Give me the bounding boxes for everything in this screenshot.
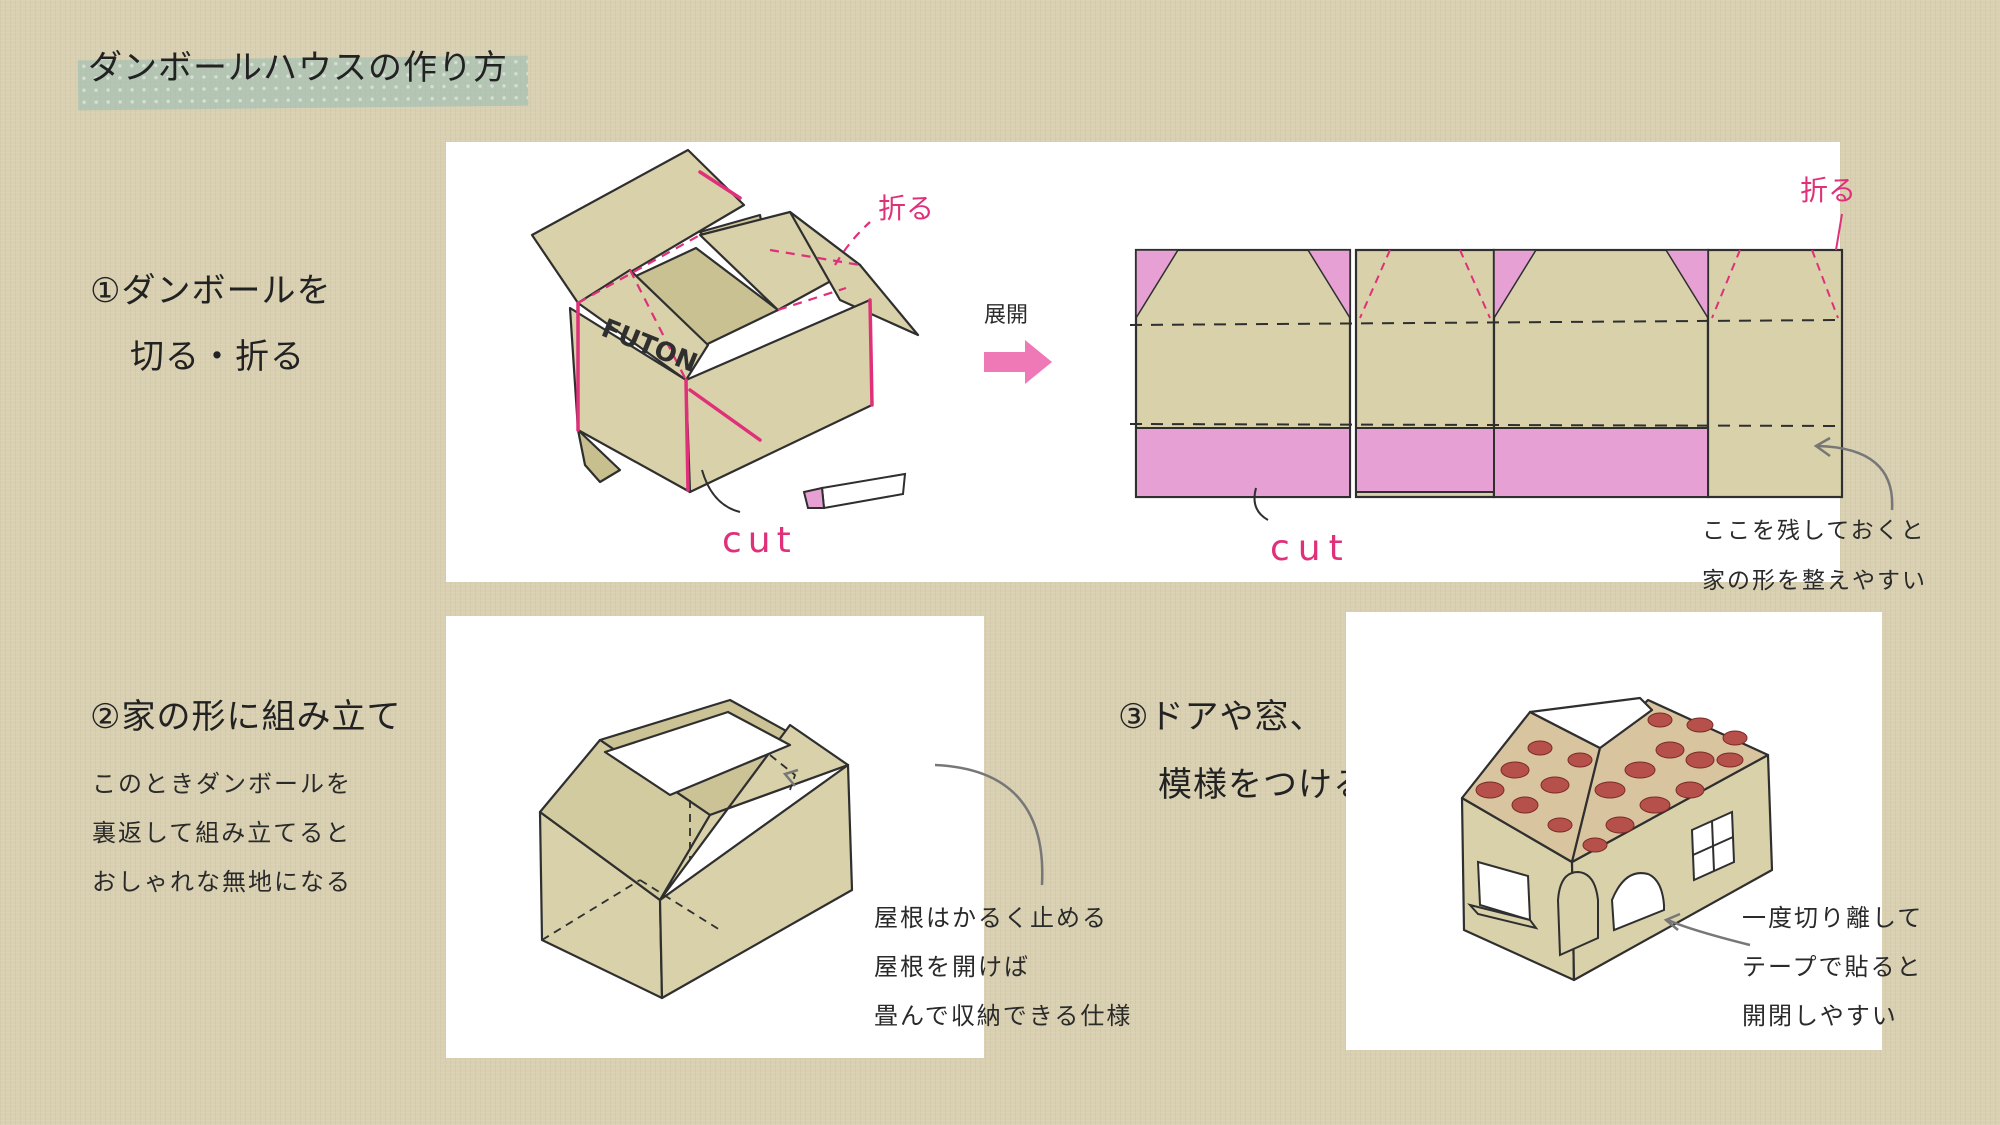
step2-note-line3: おしゃれな無地になる	[92, 868, 352, 896]
step2-heading: ②家の形に組み立て	[90, 697, 402, 737]
step3-tip-line2: テープで貼ると	[1742, 953, 1923, 981]
step2-tip-line2: 屋根を開けば	[874, 953, 1030, 981]
step2-tip-line1: 屋根はかるく止める	[874, 904, 1108, 932]
cut-label-net: cut	[1270, 528, 1351, 569]
step1-heading-line1: ①ダンボールを	[90, 271, 332, 311]
fold-label-box: 折る	[878, 192, 934, 225]
step3-tip-line1: 一度切り離して	[1742, 904, 1924, 932]
step3-heading-line1: ③ドアや窓、	[1118, 697, 1325, 737]
step3-tip-line3: 開閉しやすい	[1742, 1002, 1898, 1030]
step1-tip-line2: 家の形を整えやすい	[1702, 568, 1927, 594]
fold-label-net: 折る	[1800, 174, 1856, 207]
step1-heading-line2: 切る・折る	[130, 337, 305, 377]
step2-note-line1: このときダンボールを	[92, 770, 352, 798]
step2-panel	[446, 616, 984, 1058]
expand-label: 展開	[984, 303, 1028, 328]
cut-label-box: cut	[722, 520, 797, 561]
step1-tip-line1: ここを残しておくと	[1702, 518, 1926, 544]
step3-heading-line2: 模様をつける	[1158, 765, 1368, 805]
step2-note-line2: 裏返して組み立てると	[92, 819, 352, 847]
expand-arrow-icon	[984, 340, 1052, 384]
page-title: ダンボールハウスの作り方	[88, 48, 508, 88]
step2-tip-line3: 畳んで収納できる仕様	[874, 1002, 1133, 1030]
